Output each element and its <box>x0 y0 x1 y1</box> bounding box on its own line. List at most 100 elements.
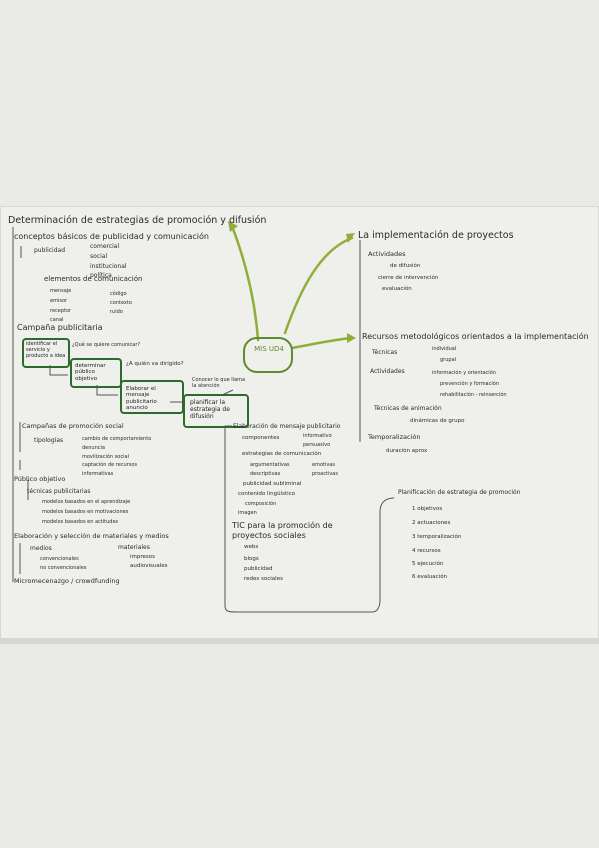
arrowhead-implementacion <box>346 233 355 243</box>
temporalizacion-item: duración aprox <box>386 448 428 454</box>
planificacion-item: 1 objetivos <box>412 506 443 512</box>
composicion-label: composición <box>245 501 277 507</box>
planificacion-item: 5 ejecución <box>412 561 444 567</box>
conceptos-heading: conceptos básicos de publicidad y comuni… <box>14 232 209 241</box>
actividades2-label: Actividades <box>370 368 405 375</box>
question-text: ¿Qué se quiere comunicar? <box>72 342 141 348</box>
contenido-label: contenido lingüístico <box>238 491 296 497</box>
elemento-a-item: mensaje <box>50 288 72 294</box>
actividades-item: evaluación <box>382 286 412 292</box>
animacion-item: dinámicas de grupo <box>410 418 465 424</box>
actividades2-item: prevención y formación <box>440 381 499 387</box>
tic-item: redes sociales <box>244 576 283 582</box>
sheet-shadow <box>0 638 599 644</box>
elemento-a-item: emisor <box>50 298 68 304</box>
actividades-item: cierre de intervención <box>378 275 439 281</box>
materiales-item: audiovisuales <box>130 563 168 569</box>
campana-step-box: planificar la estrategia de difusión <box>183 394 249 428</box>
elementos-label: elementos de comunicación <box>44 275 143 283</box>
medios-label: medios <box>30 545 52 552</box>
box-text: determinar público objetivo <box>75 363 106 382</box>
tic-heading: TIC para la promoción de proyectos socia… <box>232 521 333 540</box>
componentes-label: componentes <box>242 435 280 441</box>
tipologia-item: informativas <box>82 471 114 477</box>
tipologia-item: cambio de comportamiento <box>82 436 152 442</box>
box-text: Elaborar el mensaje publicitario anuncio <box>126 386 157 411</box>
tipologia-label: tipologías <box>34 437 64 444</box>
estrategias-label: estrategias de comunicación <box>242 451 322 457</box>
tic-item: blogs <box>244 556 259 562</box>
elemento-a-item: receptor <box>50 308 72 314</box>
materiales-label: materiales <box>118 544 150 551</box>
elemento-a-item: canal <box>50 317 64 323</box>
tecnicas-item: grupal <box>440 357 457 363</box>
elemento-b-item: ruido <box>110 309 123 315</box>
animacion-label: Técnicas de animación <box>374 405 442 412</box>
implementacion-heading: La implementación de proyectos <box>358 230 514 241</box>
box-text: identificar el servicio y producto a ide… <box>26 341 66 359</box>
publicidad-label: publicidad <box>34 247 66 254</box>
planificacion-item: 6 evaluación <box>412 574 448 580</box>
medios-item: no convencionales <box>40 565 87 571</box>
tecnicas-item: modelos basados en actitudes <box>42 519 119 525</box>
tipologia-item: movilización social <box>82 454 129 460</box>
left-title: Determinación de estrategias de promoció… <box>8 215 267 226</box>
actividades2-item: información y orientación <box>432 370 496 376</box>
tecnicas-item: modelos basados en motivaciones <box>42 509 129 515</box>
question-text: Conocer lo que llama la atención <box>192 377 246 389</box>
planificacion-item: 2 actuaciones <box>412 520 451 526</box>
tecnicas-item: individual <box>432 346 457 352</box>
central-node: MIS UD4 <box>243 337 293 373</box>
tecnicas-label: técnicas publicitarias <box>27 488 91 495</box>
planificacion-item: 4 recursos <box>412 548 441 554</box>
actividades-item: de difusión <box>390 263 421 269</box>
estrategias-item: proactivas <box>312 471 338 477</box>
componentes-item: persuasivo <box>303 442 331 448</box>
planificacion-item: 3 temporalización <box>412 534 462 540</box>
tipo-item: política <box>90 272 112 279</box>
estrategias-item: descriptivas <box>250 471 281 477</box>
tic-item: publicidad <box>244 566 273 572</box>
micro-heading: Micromecenazgo / crowdfunding <box>14 577 120 585</box>
tipo-item: comercial <box>90 243 120 250</box>
campana-heading: Campaña publicitaria <box>17 323 103 332</box>
tecnicas-label: Técnicas <box>372 349 398 356</box>
recursos-heading: Recursos metodológicos orientados a la i… <box>362 332 589 341</box>
planificacion-heading: Planificación de estrategia de promoción <box>398 489 521 496</box>
center-elaboracion: Elaboración de mensaje publicitario <box>233 423 341 430</box>
box-text: planificar la estrategia de difusión <box>190 399 230 420</box>
arrowhead-left <box>228 221 238 232</box>
central-node-label: MIS UD4 <box>254 345 284 353</box>
subliminal-label: publicidad subliminal <box>243 481 302 487</box>
tecnicas-item: modelos basados en el aprendizaje <box>42 499 131 505</box>
arrowhead-recursos <box>347 333 356 343</box>
campana-step-box: determinar público objetivo <box>70 358 122 388</box>
elaboracion-heading: Elaboración y selección de materiales y … <box>14 532 169 540</box>
tipo-item: institucional <box>90 263 127 270</box>
imagen-label: imagen <box>238 510 257 516</box>
tipologia-item: denuncia <box>82 445 105 451</box>
materiales-item: impresos <box>130 554 155 560</box>
medios-item: convencionales <box>40 556 79 562</box>
question-text: ¿A quién va dirigido? <box>126 361 184 367</box>
arrow-to-left-title <box>230 224 260 342</box>
actividades-label: Actividades <box>368 250 406 258</box>
temporalizacion-label: Temporalización <box>368 433 421 441</box>
arrow-to-implementacion <box>283 236 354 335</box>
campana-step-box: Elaborar el mensaje publicitario anuncio <box>120 380 184 414</box>
publico-heading: Público objetivo <box>14 475 66 483</box>
componentes-item: informativo <box>303 433 332 439</box>
tipologia-item: captación de recursos <box>82 462 138 468</box>
tic-item: webs <box>244 544 259 550</box>
actividades2-item: rehabilitación - reinserción <box>440 392 507 398</box>
elemento-b-item: código <box>110 291 127 297</box>
tipo-item: social <box>90 253 108 260</box>
arrow-to-recursos <box>290 336 354 350</box>
center-brace <box>224 425 395 613</box>
campana-step-box: identificar el servicio y producto a ide… <box>22 338 70 368</box>
estrategias-item: emotivas <box>312 462 335 468</box>
estrategias-item: argumentativas <box>250 462 290 468</box>
paper-sheet <box>1 207 598 638</box>
elemento-b-item: contexto <box>110 300 132 306</box>
